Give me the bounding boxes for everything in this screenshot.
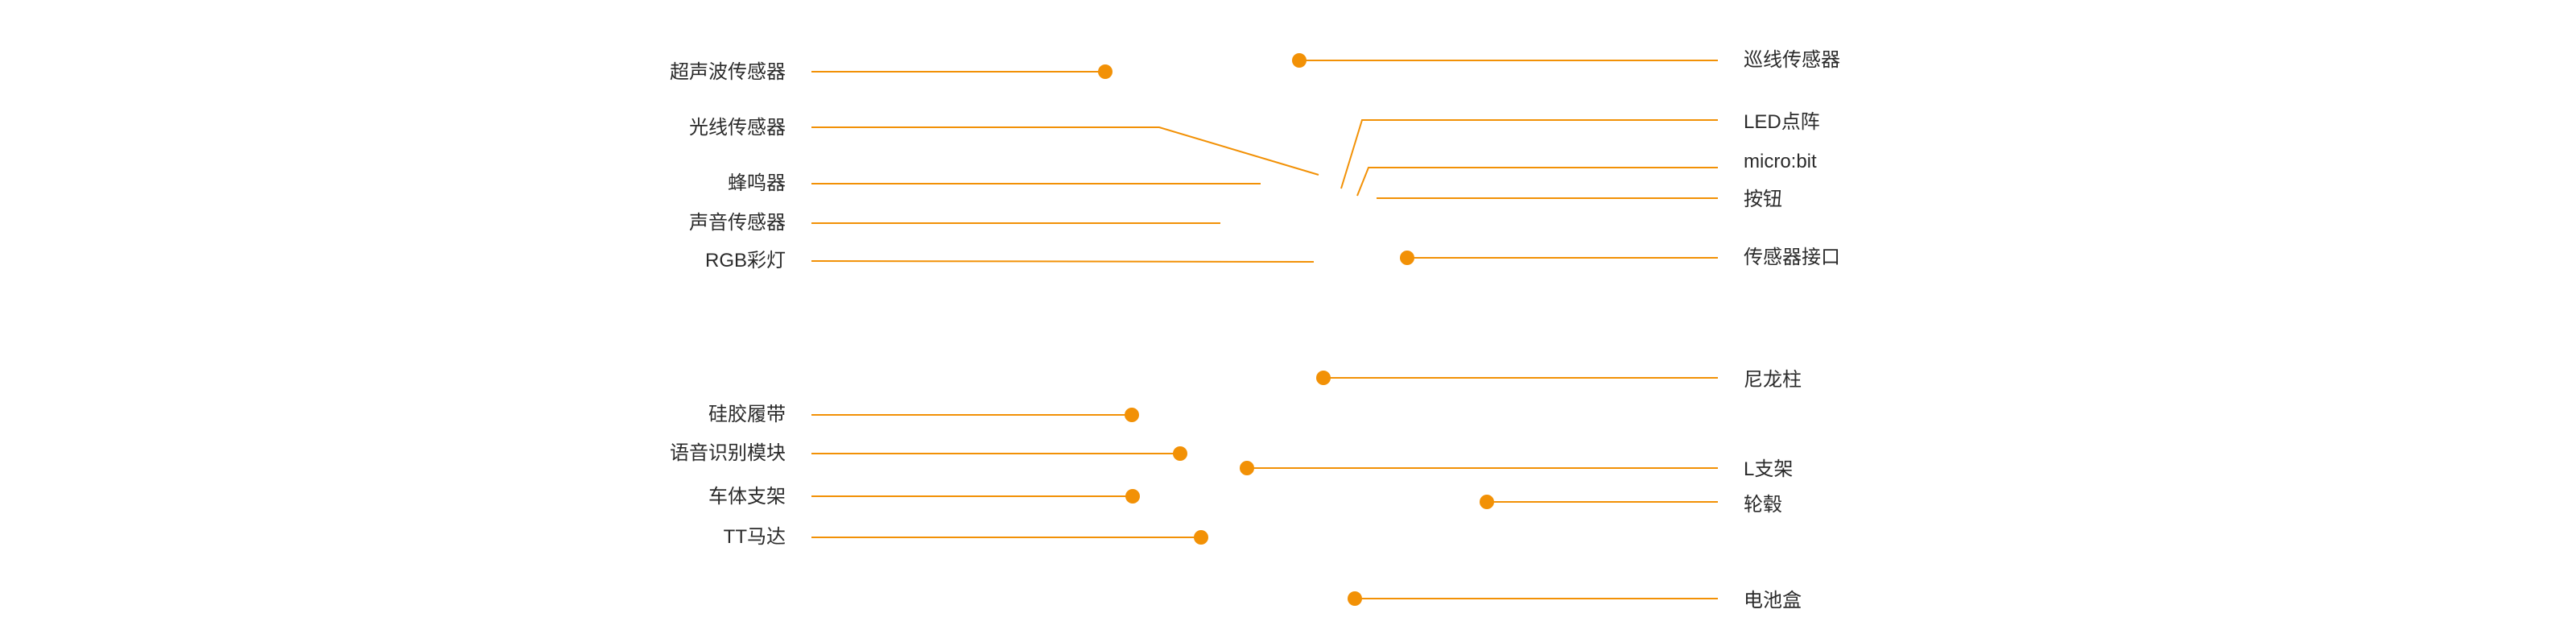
label-light-sensor: 光线传感器 [689,117,786,139]
label-led-matrix: LED点阵 [1744,111,1820,133]
label-l-bracket: L支架 [1744,458,1794,480]
label-battery-box: 电池盒 [1744,590,1802,611]
leader-dot-l-bracket [1240,461,1254,475]
leader-dot-body-bracket [1125,489,1140,504]
label-ultrasonic-sensor: 超声波传感器 [670,61,786,83]
leader-dot-silicone-track [1125,408,1139,422]
leader-dot-line-sensor [1292,53,1307,68]
leader-line-microbit [1356,167,1718,197]
label-wheel-hub: 轮毂 [1744,494,1782,516]
label-microbit: micro:bit [1744,151,1817,172]
label-voice-recognition: 语音识别模块 [670,442,786,464]
leader-dot-battery-box [1348,591,1362,606]
leader-line-light-sensor [811,126,1319,176]
label-nylon-pillar: 尼龙柱 [1744,369,1802,391]
label-silicone-track: 硅胶履带 [708,404,786,425]
label-sensor-port: 传感器接口 [1744,247,1840,268]
label-tt-motor: TT马达 [723,526,786,548]
label-body-bracket: 车体支架 [708,486,786,508]
leader-dot-nylon-pillar [1316,371,1331,385]
label-rgb-light: RGB彩灯 [704,250,786,271]
leader-line-led-matrix [1340,119,1718,189]
leader-dot-sensor-port [1400,251,1414,265]
label-buzzer: 蜂鸣器 [728,172,786,194]
leader-dot-voice-recognition [1173,446,1187,461]
label-button: 按钮 [1744,189,1782,210]
leader-dot-tt-motor [1194,530,1208,545]
leader-dot-wheel-hub [1480,495,1494,509]
leader-dot-ultrasonic-sensor [1098,64,1113,79]
label-line-sensor: 巡线传感器 [1744,49,1840,71]
leader-line-rgb-light [811,260,1315,263]
label-sound-sensor: 声音传感器 [689,212,786,234]
